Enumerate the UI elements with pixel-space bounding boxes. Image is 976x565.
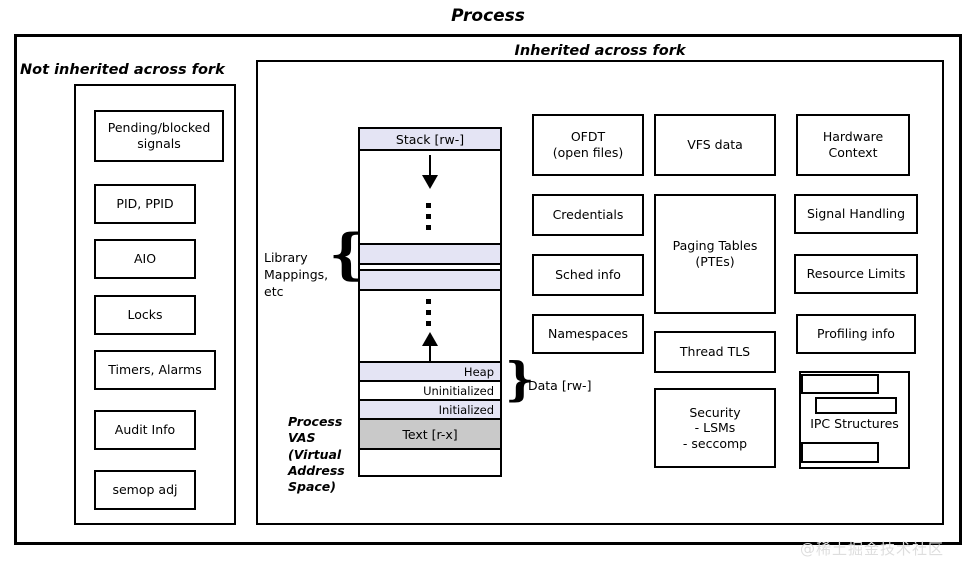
box-paging-tables[interactable]: Paging Tables (PTEs) [654,194,776,314]
vas-segment-stack[interactable]: Stack [rw-] [360,129,500,149]
process-vas-label: Process VAS (Virtual Address Space) [288,414,345,494]
not-inherited-frame [74,84,236,525]
vas-segment-text[interactable]: Text [r-x] [360,420,500,448]
box-label: Locks [127,307,163,323]
box-ofdt-open-files[interactable]: OFDT (open files) [532,114,644,176]
stack-grow-arrow-shaft [429,155,431,177]
box-credentials[interactable]: Credentials [532,194,644,236]
vas-segment-lib-map-1[interactable] [360,245,500,263]
box-label: Security - LSMs - seccomp [682,404,748,451]
vas-divider [358,149,502,151]
box-aio[interactable]: AIO [94,239,196,279]
heap-grow-arrow-head [422,332,438,346]
box-label: OFDT (open files) [552,129,624,160]
ipc-structures-label: IPC Structures [810,416,899,431]
ipc-card-1 [801,374,879,394]
vas-divider [358,263,502,265]
box-label: AIO [133,251,157,267]
library-mappings-brace: { [329,222,364,286]
vas-segment-label: Heap [463,364,494,379]
vas-segment-label: Initialized [438,402,494,417]
not-inherited-heading: Not inherited across fork [20,62,225,78]
box-label: Pending/blocked signals [107,120,211,151]
vas-segment-label: Uninitialized [423,383,494,398]
box-label: Thread TLS [679,344,751,360]
box-resource-limits[interactable]: Resource Limits [794,254,918,294]
box-label: Namespaces [547,326,629,342]
vas-divider [358,399,502,401]
vas-segment-heap[interactable]: Heap [360,363,500,380]
page-title: Process [451,6,525,26]
box-timers-alarms[interactable]: Timers, Alarms [94,350,216,390]
vas-divider [358,243,502,245]
inherited-heading: Inherited across fork [514,43,686,59]
vas-segment-label: Text [r-x] [402,426,458,442]
box-label: PID, PPID [116,196,174,212]
box-label: Signal Handling [806,206,906,222]
box-profiling-info[interactable]: Profiling info [796,314,916,354]
vas-divider [358,380,502,382]
vas-gap-dot [426,310,431,315]
box-label: Profiling info [817,326,895,342]
ipc-card-2 [815,397,897,414]
box-label: VFS data [687,137,743,153]
inherited-frame [256,60,944,525]
box-pending-blocked-signals[interactable]: Pending/blocked signals [94,110,224,162]
box-security[interactable]: Security - LSMs - seccomp [654,388,776,468]
vas-gap-dot [426,203,431,208]
ipc-card-3 [801,442,879,463]
data-segment-label: Data [rw-] [528,378,592,393]
vas-gap-dot [426,225,431,230]
box-audit-info[interactable]: Audit Info [94,410,196,450]
box-label: Credentials [552,207,624,223]
vas-segment-lib-map-2[interactable] [360,271,500,289]
vas-segment-initialized[interactable]: Initialized [360,401,500,418]
heap-grow-arrow-shaft [429,344,431,362]
vas-divider [358,289,502,291]
vas-gap-dot [426,299,431,304]
box-label: Paging Tables (PTEs) [672,238,758,269]
vas-segment-label: Stack [rw-] [395,131,465,147]
box-label: Resource Limits [806,266,906,282]
box-label: Audit Info [114,422,176,438]
vas-divider [358,269,502,271]
box-namespaces[interactable]: Namespaces [532,314,644,354]
box-label: Hardware Context [822,129,884,160]
watermark: @稀土掘金技术社区 [800,540,945,558]
vas-segment-uninitialized[interactable]: Uninitialized [360,382,500,399]
vas-divider [358,418,502,420]
stack-grow-arrow-head [422,175,438,189]
box-label: Sched info [555,267,621,283]
vas-gap-dot [426,321,431,326]
box-hardware-context[interactable]: Hardware Context [796,114,910,176]
process-outer-frame [14,34,962,545]
box-semop-adj[interactable]: semop adj [94,470,196,510]
vas-gap-dot [426,214,431,219]
box-sched-info[interactable]: Sched info [532,254,644,296]
box-locks[interactable]: Locks [94,295,196,335]
box-signal-handling[interactable]: Signal Handling [794,194,918,234]
data-segment-brace: } [505,352,535,406]
vas-divider [358,448,502,450]
box-vfs-data[interactable]: VFS data [654,114,776,176]
box-thread-tls[interactable]: Thread TLS [654,331,776,373]
box-label: Timers, Alarms [108,362,202,378]
box-label: semop adj [112,482,178,498]
box-pid-ppid[interactable]: PID, PPID [94,184,196,224]
library-mappings-label: Library Mappings, etc [264,250,329,299]
vas-divider [358,361,502,363]
